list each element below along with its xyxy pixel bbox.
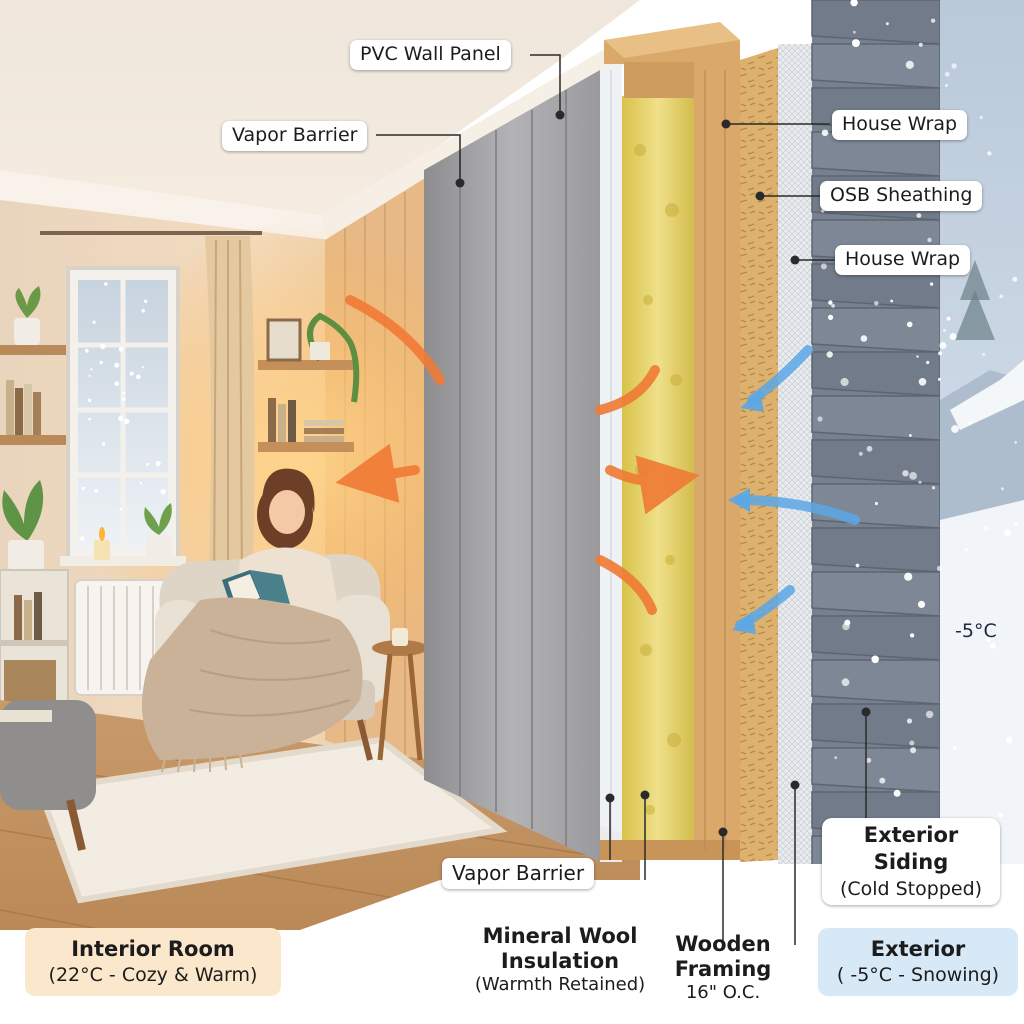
osb-sheathing-layer [740,48,778,862]
mineral-wool-line1: Mineral Wool [482,924,638,948]
house-wrap-layer [778,44,812,864]
label-house-wrap-top: House Wrap [832,110,968,140]
mineral-wool-caption: Mineral Wool Insulation (Warmth Retained… [440,924,680,996]
wooden-framing-caption: Wooden Framing 16" O.C. [662,932,784,1004]
mineral-wool-note: (Warmth Retained) [474,974,646,996]
interior-room-note: (22°C - Cozy & Warm) [48,964,258,987]
mineral-wool-layer [622,96,694,844]
label-exterior-siding: Exterior Siding (Cold Stopped) [822,818,1000,906]
exterior-siding-title: Exterior Siding [863,823,959,875]
warm-air-arrow-icon [335,295,700,615]
wooden-framing-note: 16" O.C. [685,982,761,1004]
exterior-title: Exterior [870,937,966,961]
label-house-wrap-mid: House Wrap [835,245,971,275]
pvc-wall-panel-layer [424,70,600,862]
snowflake-icon [80,0,1019,855]
exterior-siding-note: (Cold Stopped) [839,877,983,900]
label-vapor-barrier-top: Vapor Barrier [222,121,368,151]
label-vapor-barrier-bottom: Vapor Barrier [442,858,595,889]
candle-icon [94,540,110,560]
interior-room-box: Interior Room (22°C - Cozy & Warm) [25,928,281,996]
wooden-stud [694,62,740,854]
wooden-framing-line1: Wooden [675,932,771,956]
label-pvc-wall-panel: PVC Wall Panel [350,40,511,70]
mineral-wool-line2: Insulation [500,949,620,974]
leader-lines [376,54,867,945]
outside-temperature: -5°C [955,620,997,642]
label-osb-sheathing: OSB Sheathing [820,181,983,211]
interior-room-title: Interior Room [71,937,235,961]
wooden-framing-line2: Framing [674,957,772,982]
exterior-note: ( -5°C - Snowing) [836,964,1000,987]
exterior-box: Exterior ( -5°C - Snowing) [818,928,1018,996]
